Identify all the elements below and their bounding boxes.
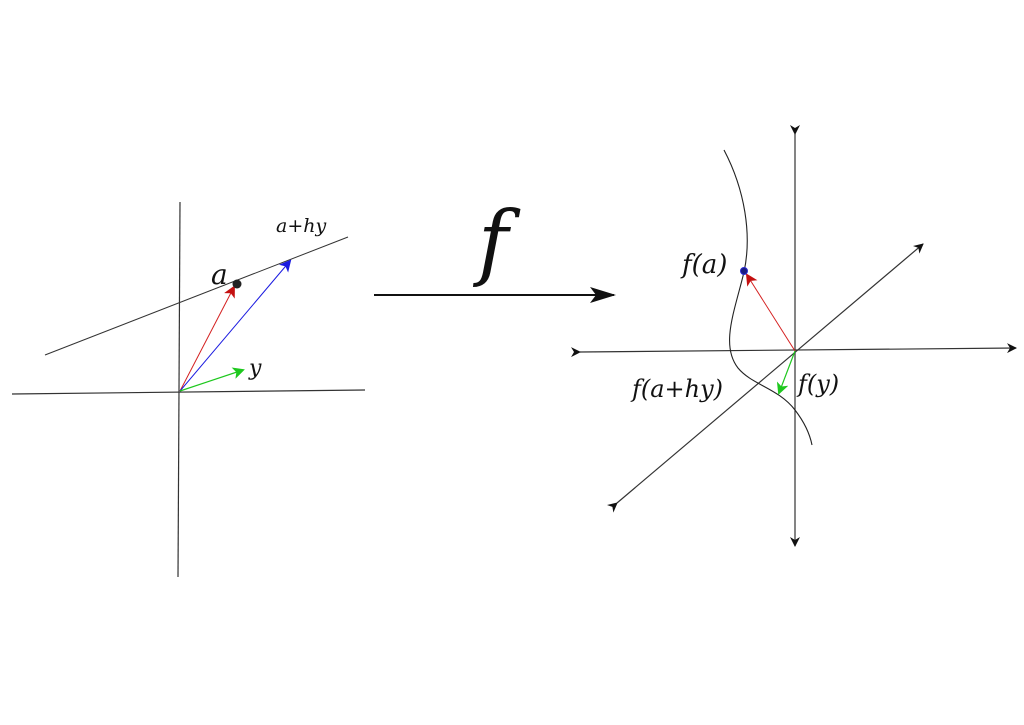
right-plot: f(a) f(a+hy) f(y) <box>570 125 1017 547</box>
green-vector-y <box>179 367 245 392</box>
label-fa: f(a) <box>680 250 727 280</box>
blue-vector-a-plus-hy <box>179 259 292 392</box>
red-vector-fa <box>745 273 796 352</box>
line-a-plus-hy <box>44 236 349 356</box>
point-a <box>232 279 242 289</box>
green-vector-fy <box>776 350 796 395</box>
right-diagonal-axis <box>606 243 924 513</box>
label-a-plus-hy: a+hy <box>276 215 326 237</box>
left-y-axis <box>177 201 181 578</box>
map-f: f <box>374 195 616 303</box>
red-vector-a <box>179 285 235 392</box>
label-a: a <box>211 258 228 291</box>
label-y: y <box>248 356 262 381</box>
image-curve <box>723 149 813 446</box>
left-plot: a a+hy y <box>11 201 366 578</box>
label-fy: f(y) <box>796 370 839 398</box>
left-x-axis <box>11 389 366 395</box>
point-fa <box>740 267 748 275</box>
label-f-a-plus-hy: f(a+hy) <box>630 375 723 403</box>
label-f: f <box>472 195 521 290</box>
